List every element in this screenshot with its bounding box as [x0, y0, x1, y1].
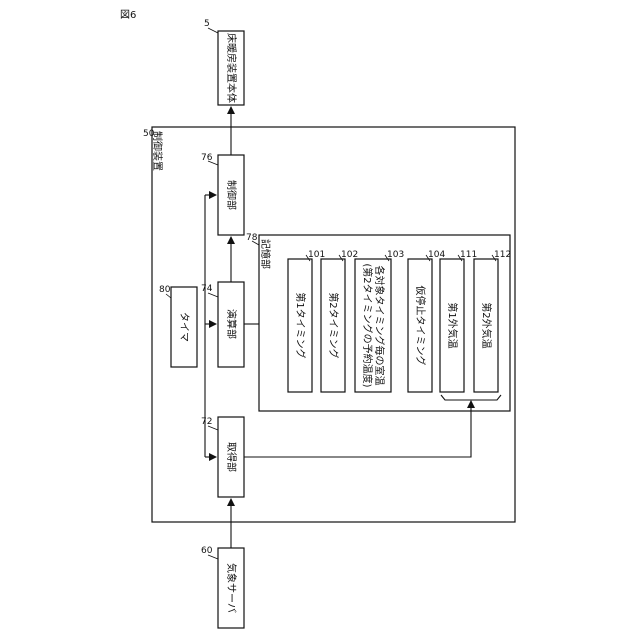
storage-item-103-box [355, 259, 391, 392]
computation-unit-label: 演算部 [225, 309, 238, 339]
storage-item-103-label: 各対象タイミング毎の室温 [373, 266, 386, 386]
storage-item-111-label: 第1外気温 [446, 302, 459, 348]
control-unit-ref: 76 [201, 153, 213, 163]
floor-heating-body-leader [208, 28, 218, 33]
weather-server-label: 気象サーバ [225, 563, 238, 613]
storage-item-112-ref: 112 [494, 250, 511, 260]
acquisition-unit-leader [208, 426, 218, 430]
storage-item-103-ref: 103 [387, 250, 404, 260]
floor-heating-body-ref: 5 [204, 19, 210, 29]
outside-temp-brace [441, 395, 501, 400]
storage-item-102-label: 第2タイミング [327, 292, 340, 358]
computation-unit-leader [208, 293, 218, 297]
storage-item-101-label: 第1タイミング [294, 292, 307, 358]
timer-label: タイマ [178, 312, 190, 342]
storage-unit-ref: 78 [246, 233, 258, 243]
control-unit-leader [208, 161, 218, 165]
timer-ref: 80 [159, 285, 171, 295]
weather-server-ref: 60 [201, 546, 213, 556]
storage-item-112-label: 第2外気温 [480, 302, 493, 348]
figure-label: 図6 [120, 9, 136, 21]
acquisition-unit-label: 取得部 [225, 442, 238, 472]
storage-item-104-label: 仮停止タイミング [414, 286, 427, 366]
weather-server-leader [208, 555, 218, 559]
acquisition-unit-ref: 72 [201, 417, 212, 427]
storage-items: 第1タイミング101第2タイミング102各対象タイミング毎の室温(第2タイミング… [288, 250, 511, 392]
control-device-ref: 50 [143, 129, 155, 139]
storage-unit-label: 記憶部 [259, 239, 272, 269]
acquisition-to-outside-temps [244, 401, 471, 457]
storage-item-103-label: (第2タイミングの予約温度) [361, 263, 374, 387]
computation-unit-ref: 74 [201, 284, 213, 294]
control-unit-label: 制御部 [225, 180, 238, 210]
floor-heating-body-label: 床暖房装置本体 [225, 33, 238, 103]
